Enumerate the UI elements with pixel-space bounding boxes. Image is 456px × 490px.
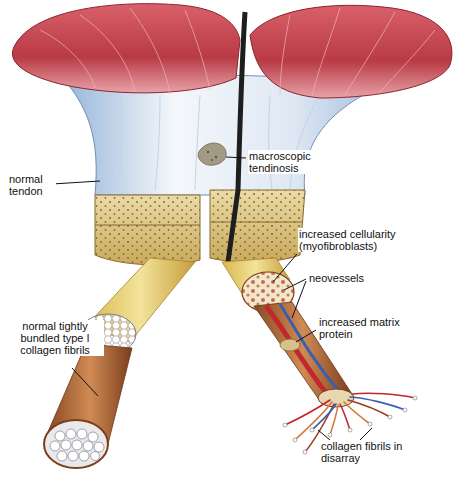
- callout-label: neovessels: [308, 272, 390, 284]
- callout-label: increased matrix protein: [318, 316, 404, 340]
- callout-label: collagen fibrils in disarray: [320, 440, 418, 464]
- callout-label: normal tightly bundled type I collagen f…: [6, 320, 104, 356]
- leader-lines: [52, 157, 372, 440]
- callout-label: normal tendon: [8, 173, 56, 197]
- callout-label: increased cellularity (myofibroblasts): [298, 228, 418, 252]
- callout-label: macroscopic tendinosis: [248, 150, 330, 174]
